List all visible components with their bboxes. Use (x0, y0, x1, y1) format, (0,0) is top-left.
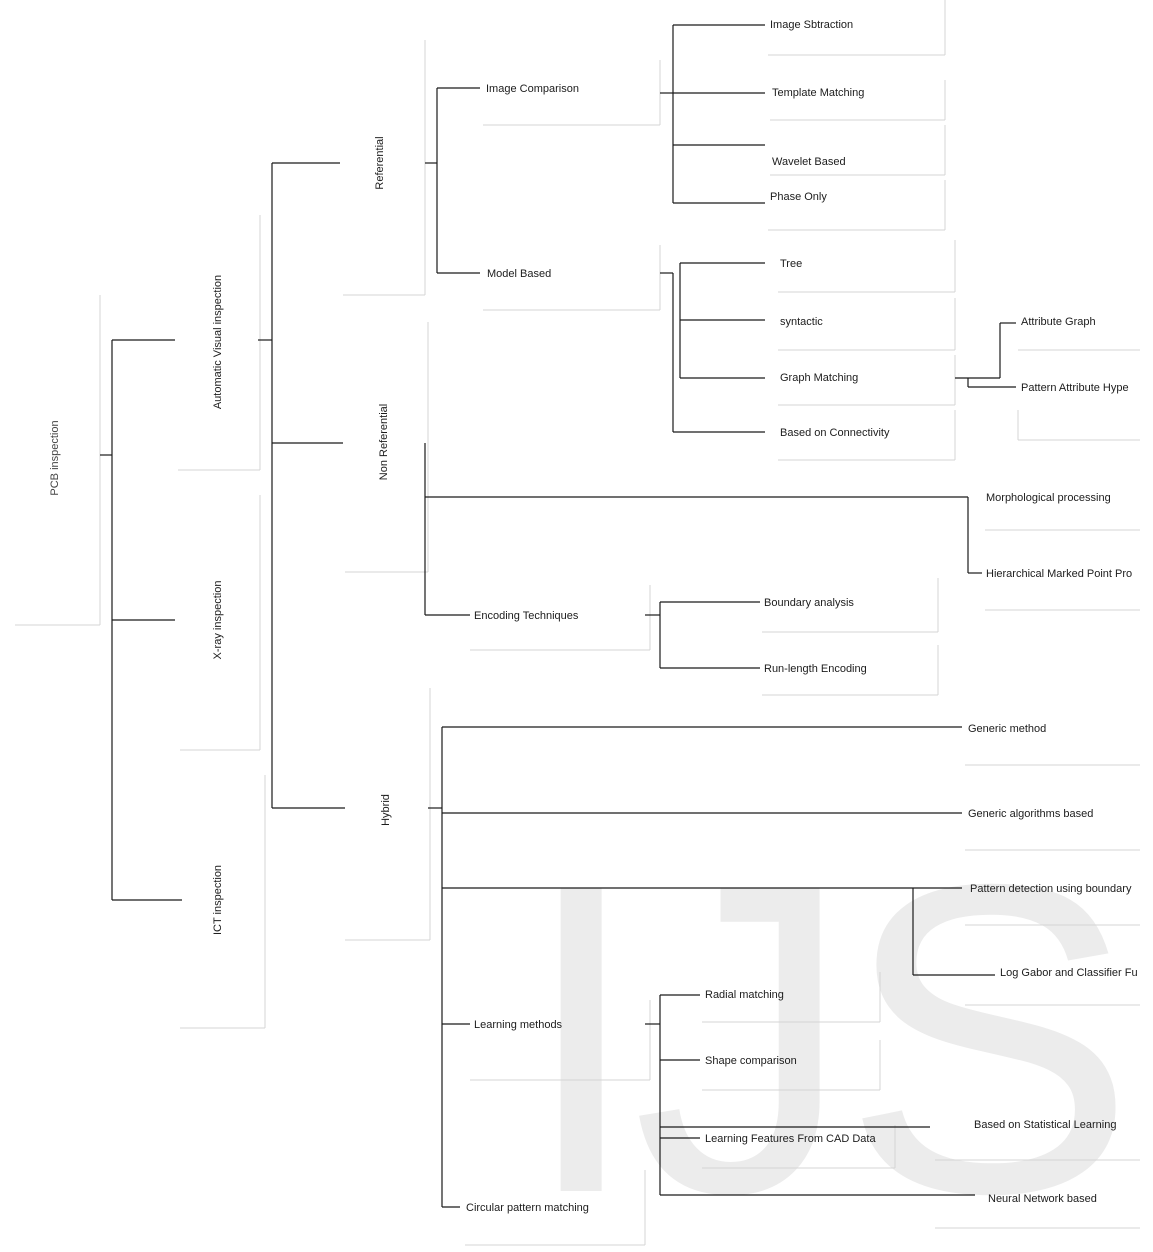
node-non-referential: Non Referential (378, 403, 390, 481)
node-image-comparison: Image Comparison (486, 83, 579, 95)
node-model-based: Model Based (487, 268, 552, 280)
leaf-log-gabor: Log Gabor and Classifier Fu (1000, 967, 1138, 979)
node-encoding-techniques: Encoding Techniques (474, 610, 579, 622)
node-referential: Referential (374, 136, 386, 190)
node-hybrid: Hybrid (380, 794, 392, 826)
leaf-wavelet-based: Wavelet Based (772, 156, 846, 168)
node-ict-inspection: ICT inspection (212, 864, 224, 936)
leaf-based-on-connectivity: Based on Connectivity (780, 427, 890, 439)
leaf-radial-matching: Radial matching (705, 989, 784, 1001)
leaf-phase-only: Phase Only (770, 191, 827, 203)
leaf-boundary-analysis: Boundary analysis (764, 597, 854, 609)
node-automatic-visual-inspection: Automatic Visual inspection (212, 274, 224, 410)
leaf-template-matching: Template Matching (772, 87, 865, 99)
leaf-genetic-algorithms: Generic algorithms based (968, 808, 1094, 820)
node-graph-matching: Graph Matching (780, 372, 859, 384)
leaf-syntactic: syntactic (780, 316, 823, 328)
leaf-shape-comparison: Shape comparison (705, 1055, 797, 1067)
root-node-pcb-inspection: PCB inspection (49, 420, 61, 496)
leaf-generic-method: Generic method (968, 723, 1047, 735)
leaf-image-subtraction: Image Sbtraction (770, 19, 854, 31)
leaf-learning-features-cad: Learning Features From CAD Data (705, 1133, 876, 1145)
leaf-tree: Tree (780, 258, 803, 270)
leaf-pattern-attribute-hypergraph: Pattern Attribute Hype (1021, 382, 1129, 394)
leaf-attribute-graph: Attribute Graph (1021, 316, 1096, 328)
leaf-run-length-encoding: Run-length Encoding (764, 663, 867, 675)
leaf-neural-network: Neural Network based (988, 1193, 1097, 1205)
node-xray-inspection: X-ray inspection (212, 580, 224, 660)
leaf-morphological-processing: Morphological processing (986, 492, 1111, 504)
leaf-pattern-detection-boundary: Pattern detection using boundary (970, 883, 1132, 895)
leaf-hierarchical-marked-point: Hierarchical Marked Point Pro (986, 568, 1133, 580)
watermark: IJS (520, 794, 1136, 1252)
leaf-statistical-learning: Based on Statistical Learning (974, 1119, 1117, 1131)
leaf-circular-pattern-matching: Circular pattern matching (466, 1202, 589, 1214)
node-learning-methods: Learning methods (474, 1019, 563, 1031)
